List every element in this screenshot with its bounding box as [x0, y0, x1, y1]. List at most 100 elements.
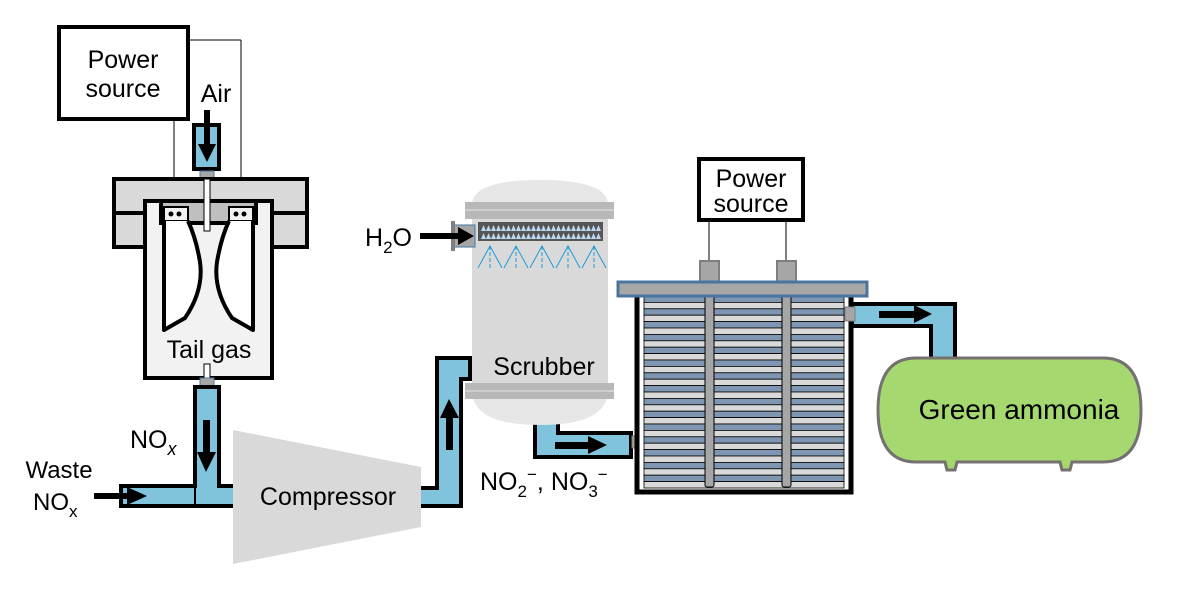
air-arrow-icon: [198, 110, 216, 162]
packing-triangle: [546, 225, 551, 231]
electrode-plate: [643, 340, 845, 348]
waste-nox-arrow-icon: [94, 487, 147, 505]
electrode-plate: [643, 481, 845, 489]
packing-triangle: [516, 233, 521, 239]
packing-triangle: [496, 225, 501, 231]
packing-triangle: [501, 233, 506, 239]
electrode-plate: [643, 365, 845, 374]
plasma-reactor: Power source Air Tail gas: [57, 25, 309, 387]
packing-triangle: [526, 233, 531, 239]
scrubber-dome-top: [472, 180, 608, 205]
packing-triangle: [571, 233, 576, 239]
up-arrow-icon: [440, 399, 459, 450]
packing-triangle: [486, 233, 491, 239]
packing-triangles: [481, 225, 601, 239]
packing-triangle: [491, 233, 496, 239]
packing-triangle: [546, 233, 551, 239]
electrode-plate: [643, 436, 845, 444]
packing-triangle: [571, 225, 576, 231]
terminal-dot: [241, 211, 247, 217]
air-label: Air: [201, 80, 232, 108]
packing-triangle: [596, 225, 601, 231]
packing-triangle: [541, 233, 546, 239]
scrubber: H2O Scrubber NO2−, NO3−: [365, 180, 641, 501]
packing-triangle: [591, 225, 596, 231]
inlet-piping: NOx Waste NOx: [25, 385, 242, 521]
power-source-label-line2: source: [85, 75, 160, 103]
electrode-plate: [643, 333, 845, 342]
electrode-rod-left: [704, 294, 715, 488]
electrolyzer: Power source: [616, 157, 957, 495]
electrode-plate: [643, 417, 845, 425]
packing-triangle: [511, 233, 516, 239]
packing-triangle: [596, 233, 601, 239]
electrode-plate: [643, 423, 845, 431]
power-source-box: [57, 25, 190, 121]
electrode-plate: [643, 308, 845, 316]
electrode-rod-right: [781, 294, 792, 488]
air-nozzle-front: [203, 178, 211, 232]
terminal-dot: [233, 211, 239, 217]
electrode-left: [162, 220, 203, 332]
electrode-plates: [643, 295, 845, 489]
electrode-plate: [643, 314, 845, 323]
compressor-label: Compressor: [260, 483, 396, 511]
packing-triangle: [556, 233, 561, 239]
outlet-nozzle: [203, 363, 211, 379]
electrode-plate: [643, 321, 845, 329]
compressor-body: [233, 430, 421, 564]
packing-triangle: [586, 225, 591, 231]
electrode-plate: [643, 378, 845, 387]
electrolyzer-power-label-line1: Power: [716, 165, 787, 193]
electrode-plate: [643, 391, 845, 399]
nox-label: NOx: [130, 426, 178, 459]
electrolyzer-outlet-port: [844, 306, 856, 322]
packing-triangle: [516, 225, 521, 231]
electrode-plate: [643, 385, 845, 393]
green-ammonia-label: Green ammonia: [919, 394, 1120, 425]
packing-triangle: [521, 233, 526, 239]
packing-triangle: [551, 233, 556, 239]
waste-label: Waste: [25, 457, 92, 484]
packing-triangle: [591, 233, 596, 239]
electrode-plate: [643, 397, 845, 406]
packing-triangle: [481, 225, 486, 231]
terminal-dot: [176, 211, 182, 217]
electrode-plate: [643, 474, 845, 483]
electrode-plate: [643, 410, 845, 419]
packing-triangle: [506, 225, 511, 231]
packing-triangle: [561, 233, 566, 239]
right-arrow-icon: [555, 436, 607, 454]
electrode-plate: [643, 455, 845, 463]
packing-triangle: [521, 225, 526, 231]
waste-nox-label: NOx: [33, 489, 78, 521]
packing-triangle: [531, 225, 536, 231]
electrode-plate: [643, 346, 845, 355]
packing-triangle: [581, 233, 586, 239]
electrode-right: [214, 220, 255, 332]
nox-down-arrow-icon: [197, 420, 216, 472]
tail-gas-label: Tail gas: [167, 336, 252, 364]
packing-triangle: [536, 233, 541, 239]
packing-triangle: [501, 225, 506, 231]
packing-triangle: [506, 233, 511, 239]
electrode-plate: [643, 429, 845, 438]
packing-triangle: [551, 225, 556, 231]
water-label: H2O: [365, 224, 412, 257]
ammonia-tank: Green ammonia: [876, 356, 1143, 472]
packing-triangle: [486, 225, 491, 231]
ammonia-tank-body: [876, 356, 1143, 472]
electrode-plate: [643, 372, 845, 380]
electrode-plate: [643, 353, 845, 361]
packing-triangle: [586, 233, 591, 239]
spray-pattern: [477, 244, 607, 269]
packing-triangle: [526, 225, 531, 231]
electrode-terminal-left: [163, 206, 189, 222]
electrolyzer-terminal-left: [699, 260, 720, 283]
electrode-plate: [643, 327, 845, 335]
water-arrow-icon: [420, 227, 474, 245]
scrubber-label: Scrubber: [493, 353, 594, 381]
electrolyzer-power-label-line2: source: [713, 190, 788, 218]
packing-triangle: [511, 225, 516, 231]
